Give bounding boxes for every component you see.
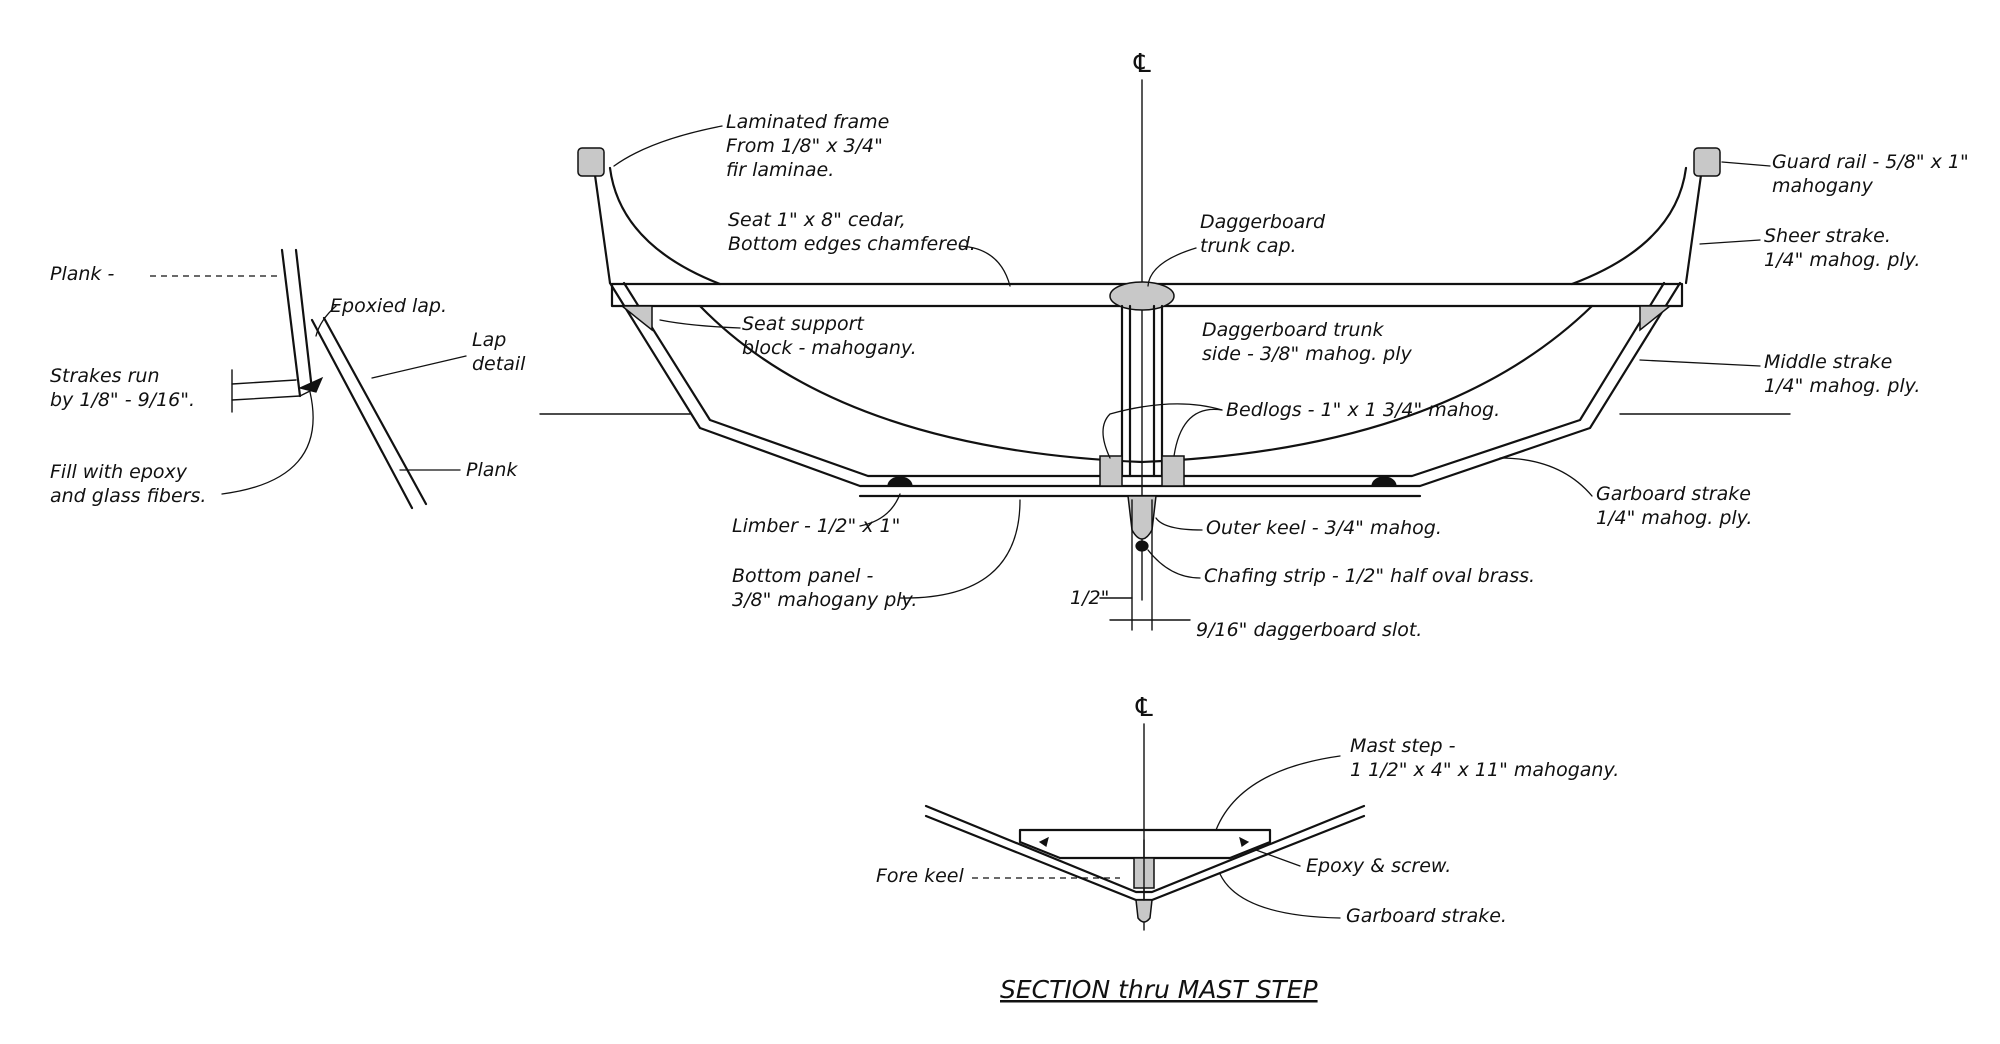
leader-garboard	[1499, 457, 1593, 497]
label-dim-half: 1/2"	[1070, 587, 1109, 609]
label-middle-strake-2: 1/4" mahog. ply.	[1764, 375, 1920, 397]
label-lap-detail-1: Lap	[472, 329, 506, 351]
label-seat-2: Bottom edges chamfered.	[728, 233, 976, 255]
lap-dim-line-top	[231, 379, 297, 385]
label-mast-step-2: 1 1/2" x 4" x 11" mahogany.	[1350, 759, 1619, 781]
leader-bedlogs-right	[1173, 408, 1223, 457]
leader-epoxy-screw	[1255, 849, 1301, 867]
label-bottom-panel-1: Bottom panel -	[732, 565, 873, 587]
label-guard-rail-1: Guard rail - 5/8" x 1"	[1772, 151, 1969, 173]
label-laminated-frame-1: Laminated frame	[726, 111, 889, 133]
label-trunk-cap-1: Daggerboard	[1200, 211, 1326, 233]
label-trunk-side-1: Daggerboard trunk	[1202, 319, 1384, 341]
step-screw-mark-left	[1038, 836, 1049, 847]
label-seat-1: Seat 1" x 8" cedar,	[728, 209, 906, 231]
label-epoxy-screw: Epoxy & screw.	[1306, 855, 1451, 877]
label-seat-support-2: block - mahogany.	[742, 337, 917, 359]
leader-bedlogs-left	[1102, 403, 1223, 459]
limber-right	[1371, 476, 1397, 487]
label-strakes-run-1: Strakes run	[50, 365, 160, 387]
step-screw-mark-right	[1239, 836, 1250, 847]
lap-epoxy-fill	[298, 376, 324, 393]
label-plank-top: Plank -	[50, 263, 114, 285]
label-mast-step-1: Mast step -	[1350, 735, 1456, 757]
leader-laminated-frame	[613, 125, 723, 167]
seat-support-right	[1639, 305, 1673, 332]
label-strakes-run-2: by 1/8" - 9/16".	[50, 389, 195, 411]
label-fore-keel: Fore keel	[876, 865, 964, 887]
daggerboard-trunk-cap	[1109, 281, 1175, 311]
label-garboard-1: Garboard strake	[1596, 483, 1751, 505]
frame-floor-curve	[698, 304, 1594, 464]
step-outer-keel	[1135, 899, 1153, 923]
chafing-strip	[1135, 540, 1149, 552]
hull-outer-planking	[608, 281, 1682, 488]
label-plank-bottom: Plank	[466, 459, 518, 481]
label-sheer-strake-2: 1/4" mahog. ply.	[1764, 249, 1920, 271]
lap-lower-plank-outer	[310, 318, 414, 510]
label-fill-epoxy-1: Fill with epoxy	[50, 461, 188, 483]
frame-left-outer	[592, 166, 612, 285]
mast-step-block	[1018, 828, 1272, 860]
leader-seat-support	[659, 319, 741, 329]
label-fill-epoxy-2: and glass fibers.	[50, 485, 206, 507]
label-dim-slot: 9/16" daggerboard slot.	[1196, 619, 1422, 641]
leader-step-garboard	[1219, 873, 1341, 919]
label-lap-detail-2: detail	[472, 353, 526, 375]
label-epoxied-lap: Epoxied lap.	[330, 295, 447, 317]
lap-lower-plank-inner	[322, 316, 428, 506]
leader-mast-step	[1215, 755, 1341, 831]
frame-right-inner	[1570, 166, 1688, 286]
label-trunk-cap-2: trunk cap.	[1200, 235, 1297, 257]
centerline-symbol-step: ℄	[1135, 693, 1153, 723]
leader-middle-strake	[1639, 359, 1761, 367]
limber-left	[887, 476, 913, 487]
frame-left-inner	[608, 166, 722, 286]
label-laminated-frame-3: fir laminae.	[726, 159, 834, 181]
leader-guard-rail	[1721, 161, 1771, 167]
leader-epoxied-lap	[315, 305, 337, 337]
leader-trunk-cap	[1147, 247, 1197, 287]
label-bedlogs: Bedlogs - 1" x 1 3/4" mahog.	[1226, 399, 1500, 421]
leader-chafing	[1147, 549, 1201, 579]
label-outer-keel: Outer keel - 3/4" mahog.	[1206, 517, 1442, 539]
label-guard-rail-2: mahogany	[1772, 175, 1874, 197]
label-laminated-frame-2: From 1/8" x 3/4"	[726, 135, 883, 157]
lap-dim-line-bottom	[231, 395, 301, 401]
leader-seat	[959, 245, 1011, 287]
lap-detail: Plank - Epoxied lap. Lap detail Strakes …	[50, 248, 526, 510]
label-bottom-panel-2: 3/8" mahogany ply.	[732, 589, 917, 611]
frame-right-outer	[1684, 166, 1704, 285]
leader-bottom-panel	[899, 499, 1021, 599]
leader-fill-epoxy	[221, 391, 314, 495]
leader-limber	[859, 493, 901, 527]
main-hull-section: ℄	[539, 49, 1969, 641]
mast-step-title: SECTION thru MAST STEP	[1000, 975, 1319, 1004]
leader-sheer-strake	[1699, 239, 1761, 245]
leader-lap-detail	[371, 355, 467, 379]
leader-outer-keel	[1155, 517, 1203, 531]
label-sheer-strake-1: Sheer strake.	[1764, 225, 1891, 247]
bedlog-left	[1099, 455, 1123, 487]
label-seat-support-1: Seat support	[742, 313, 865, 335]
guard-rail-right	[1693, 147, 1721, 177]
guard-rail-left	[577, 147, 605, 177]
hull-inner-planking	[622, 281, 1666, 478]
lap-upper-plank-outer	[280, 248, 302, 398]
label-garboard-2: 1/4" mahog. ply.	[1596, 507, 1752, 529]
label-middle-strake-1: Middle strake	[1764, 351, 1892, 373]
centerline-symbol-main: ℄	[1133, 49, 1151, 79]
mast-step-section: ℄ Mast step - 1 1/2" x 4" x 11" mahogany…	[876, 693, 1619, 1004]
lap-upper-plank-inner	[294, 248, 314, 392]
bedlog-right	[1161, 455, 1185, 487]
label-limber: Limber - 1/2" x 1"	[732, 515, 900, 537]
seat-support-left	[619, 305, 653, 332]
label-chafing-strip: Chafing strip - 1/2" half oval brass.	[1204, 565, 1535, 587]
label-trunk-side-2: side - 3/8" mahog. ply	[1202, 343, 1413, 365]
label-step-garboard: Garboard strake.	[1346, 905, 1507, 927]
